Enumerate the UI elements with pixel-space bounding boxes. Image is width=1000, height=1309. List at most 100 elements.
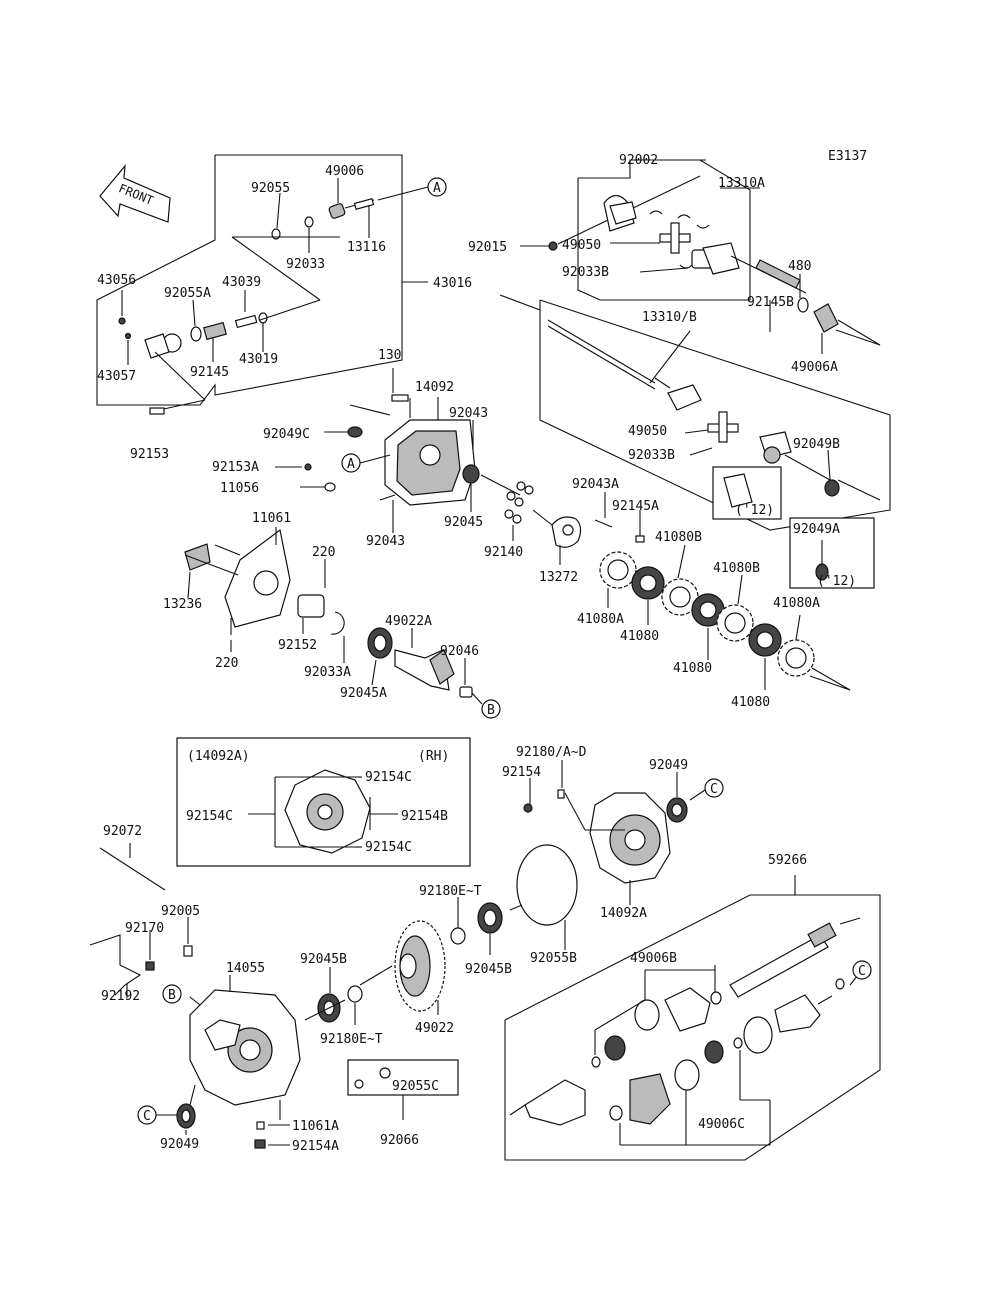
part-label-13310b: 13310/B [642,310,697,325]
svg-text:B: B [168,988,176,1003]
svg-text:A: A [433,181,441,196]
rear-case-14092a [523,760,706,884]
part-label-43039: 43039 [222,275,261,290]
part-label-49006b: 49006B [630,951,677,966]
washer-set-92140 [504,481,534,541]
part-label-92049a: 92049 [649,758,688,773]
part-label-49006c: 49006C [698,1117,745,1132]
part-label-92180et1: 92180E~T [419,884,482,899]
part-label-92055c: 92055C [392,1079,439,1094]
part-label-92154c2: 92154C [186,809,233,824]
svg-text:B: B [487,703,495,718]
part-label-43056: 43056 [97,273,136,288]
part-label-41080a1: 41080A [577,612,624,627]
callout-b-2: B [162,984,182,1004]
svg-text:C: C [858,964,866,979]
part-label-92046: 92046 [440,644,479,659]
part-label-59266: 59266 [768,853,807,868]
drive-shaft-assembly [509,917,861,1126]
part-label-92045: 92045 [444,515,483,530]
part-label-92180et2: 92180E~T [320,1032,383,1047]
part-label-43057: 43057 [97,369,136,384]
part-label-92145b: 92145B [747,295,794,310]
part-label-14092a: 14092A [600,906,647,921]
part-label-92066: 92066 [380,1133,419,1148]
part-label-92033a: 92033A [304,665,351,680]
part-label-480: 480 [788,259,811,274]
part-label-220b: 220 [215,656,238,671]
part-label-14055: 14055 [226,961,265,976]
part-label-92170: 92170 [125,921,164,936]
part-label-41080_2: 41080 [673,661,712,676]
part-label-92043b: 92043 [366,534,405,549]
part-label-92154: 92154 [502,765,541,780]
part-label-92154c3: 92154C [365,840,412,855]
svg-text:A: A [347,457,355,472]
callout-b-1: B [481,699,501,719]
part-label-92045b2: 92045B [465,962,512,977]
svg-text:C: C [143,1109,151,1124]
shim-92180-left [347,985,363,1003]
part-label-92045b1: 92045B [300,952,347,967]
ring-gear-49022 [359,920,446,1015]
cam-13272 [532,509,582,565]
part-label-92145a: 92145A [612,499,659,514]
part-label-49006: 49006 [325,164,364,179]
o-ring-92055b [516,844,578,926]
part-label-92154b: 92154B [401,809,448,824]
part-label-13236: 13236 [163,597,202,612]
part-label-11056: 11056 [220,481,259,496]
breather-tube-92072 [99,843,166,891]
part-label-41080b1: 41080B [655,530,702,545]
part-label-41080a2: 41080A [773,596,820,611]
box-92066 [347,1059,459,1096]
callout-c-2: C [137,1105,177,1125]
part-label-11061: 11061 [252,511,291,526]
inset-side: (RH) [418,749,449,764]
part-label-92192: 92192 [101,989,140,1004]
part-label-92152: 92152 [278,638,317,653]
part-label-92140: 92140 [484,545,523,560]
front-arrow-icon: FRONT [99,164,171,223]
part-label-92153: 92153 [130,447,169,462]
cover-11061 [184,528,345,635]
part-label-41080b2: 41080B [713,561,760,576]
part-label-92015: 92015 [468,240,507,255]
control-rod-assembly [118,186,429,415]
callout-a-1: A [427,177,447,197]
part-label-220a: 220 [312,545,335,560]
assembly-outline-43016 [96,154,403,406]
inset-title: (14092A) [187,749,250,764]
part-label-49022: 49022 [415,1021,454,1036]
callout-c-3: C [852,960,872,980]
part-label-92154a: 92154A [292,1139,339,1154]
part-label-92180ad: 92180/A~D [516,745,587,760]
part-label-49050b: 49050 [628,424,667,439]
part-label-49006a: 49006A [791,360,838,375]
pinion-gear-49022a [367,627,483,705]
part-label-49050a: 49050 [562,238,601,253]
part-label-92055b: 92055B [530,951,577,966]
part-label-13310a: 13310A [718,176,765,191]
assembly-outline-13310a [577,159,751,301]
part-label-92045a: 92045A [340,686,387,701]
part-label-43019: 43019 [239,352,278,367]
vent-tube-92192 [89,917,193,998]
part-label-92033ba: 92033B [562,265,609,280]
part-label-14092: 14092 [415,380,454,395]
part-label-92049b: 92049 [160,1137,199,1152]
cover-14092a [284,769,371,854]
part-label-41080_1: 41080 [620,629,659,644]
yoke-12 [723,473,753,508]
part-label-41080_3: 41080 [731,695,770,710]
diagram-code: E3137 [828,149,867,164]
part-label-11061a: 11061A [292,1119,339,1134]
year-note-2: ('12) [817,574,856,589]
differential-housing-14092 [304,394,480,506]
part-label-92049b: 92049B [793,437,840,452]
universal-joint-front [548,159,881,346]
part-label-92072: 92072 [103,824,142,839]
